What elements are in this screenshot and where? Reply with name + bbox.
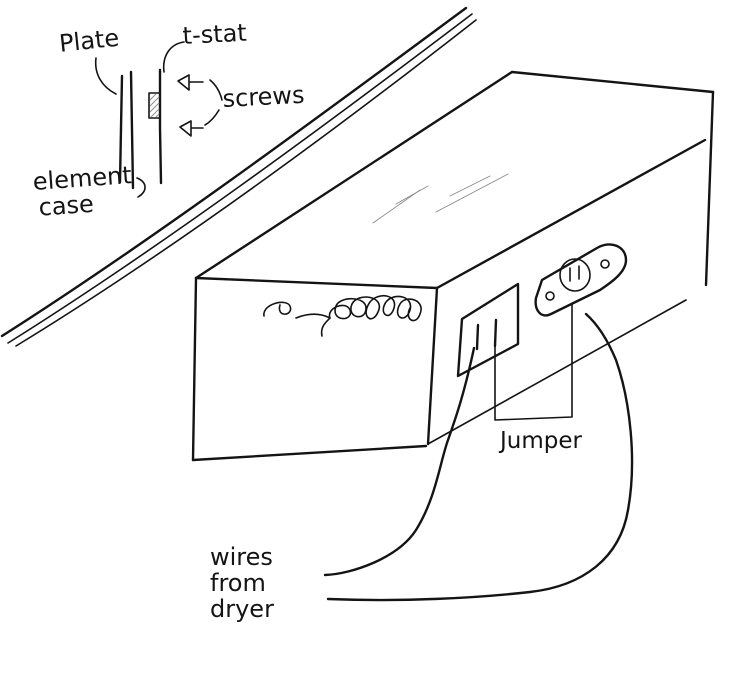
element-case-label: element case (32, 161, 134, 222)
counter-edge (0, 6, 477, 347)
coil-wire (263, 295, 422, 322)
coil-lead (320, 317, 331, 337)
dryer-wire-1 (323, 346, 476, 577)
tstat-label: t-stat (181, 18, 248, 50)
screw-icon-bottom (179, 120, 204, 137)
outlet-screw-right (600, 259, 610, 269)
terminal-pin-2 (493, 318, 498, 348)
screws-detail (177, 74, 223, 137)
heater-box (191, 70, 715, 462)
jumper-wire (494, 303, 573, 421)
heating-element-coil (263, 295, 422, 337)
outlet-receptacle (534, 243, 628, 317)
box-top-back-edge (510, 70, 715, 94)
box-right-top-edge (704, 90, 715, 287)
wires-from-dryer-label: wires from dryer (210, 543, 274, 623)
plate-line-right (129, 70, 135, 190)
screw-icon-top (177, 74, 204, 91)
box-top-left-edge (194, 70, 514, 280)
tstat-detail (148, 41, 185, 119)
outlet-screw-left (545, 291, 555, 301)
plate-line-inner (158, 68, 163, 185)
wires-from-dryer-line-1: wires (210, 543, 273, 571)
dryer-wires (323, 312, 634, 602)
jumper-label: Jumper (500, 428, 582, 454)
terminal-plate (456, 282, 520, 378)
tstat-block (148, 92, 161, 119)
terminal-block (456, 282, 573, 421)
wires-from-dryer-line-3: dryer (210, 594, 274, 623)
plate-detail (94, 57, 163, 190)
tstat-label-leader (162, 41, 185, 73)
box-front-left-edge (191, 276, 198, 462)
element-case-label-leader (136, 177, 146, 198)
counter-edge-line-3 (15, 19, 477, 347)
outlet-plate (534, 243, 628, 317)
box-front-top-edge (194, 276, 439, 290)
box-bottom-right-edge (427, 299, 687, 445)
screws-label: screws (221, 80, 306, 113)
dryer-wire-2 (326, 312, 634, 602)
box-front-bottom-edge (191, 444, 428, 462)
counter-edge-line-1 (0, 6, 468, 338)
screws-label-leader-bottom (204, 109, 220, 126)
box-top-front-edge (435, 138, 707, 290)
box-front-right-edge (426, 286, 439, 446)
outlet-face (559, 258, 591, 292)
top-face-shading (372, 173, 509, 224)
counter-edge-line-2 (7, 13, 473, 344)
screws-label-leader-top (209, 79, 223, 101)
terminal-pin-1 (475, 323, 480, 351)
plate-label-leader (94, 57, 117, 95)
wires-from-dryer-line-2: from (210, 568, 266, 597)
plate-label: Plate (57, 23, 121, 58)
plate-line-left (118, 74, 124, 184)
